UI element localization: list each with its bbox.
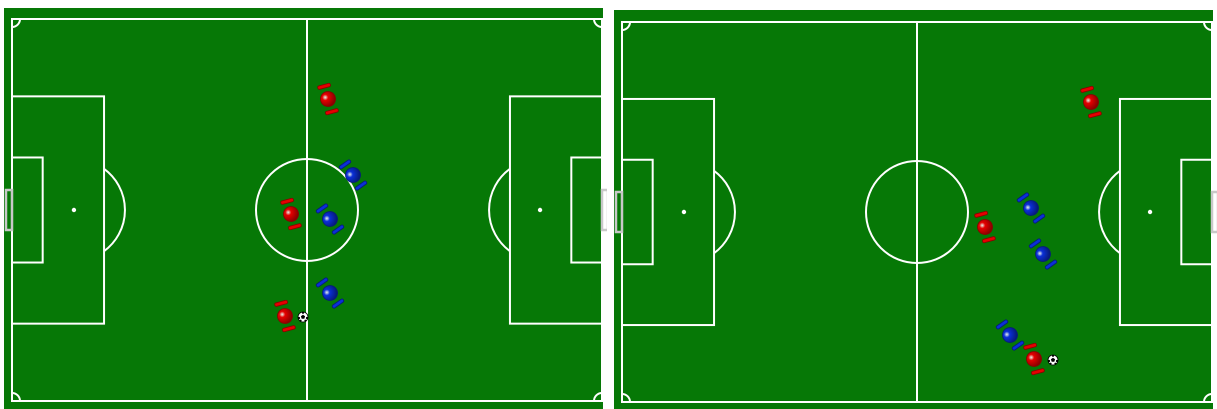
pitch-surface <box>4 8 603 409</box>
penalty-spot-right <box>1148 210 1152 214</box>
ball-icon[interactable] <box>1048 355 1058 365</box>
penalty-spot-left <box>72 208 76 212</box>
penalty-spot-right <box>538 208 542 212</box>
field-view-2 <box>610 0 1217 409</box>
goal-right <box>602 190 607 230</box>
goal-right <box>1212 192 1217 232</box>
pitch-surface <box>614 10 1213 409</box>
penalty-spot-left <box>682 210 686 214</box>
soccer-field <box>0 0 607 409</box>
ball-icon[interactable] <box>298 312 308 322</box>
soccer-field <box>610 0 1217 409</box>
field-view-1 <box>0 0 607 409</box>
